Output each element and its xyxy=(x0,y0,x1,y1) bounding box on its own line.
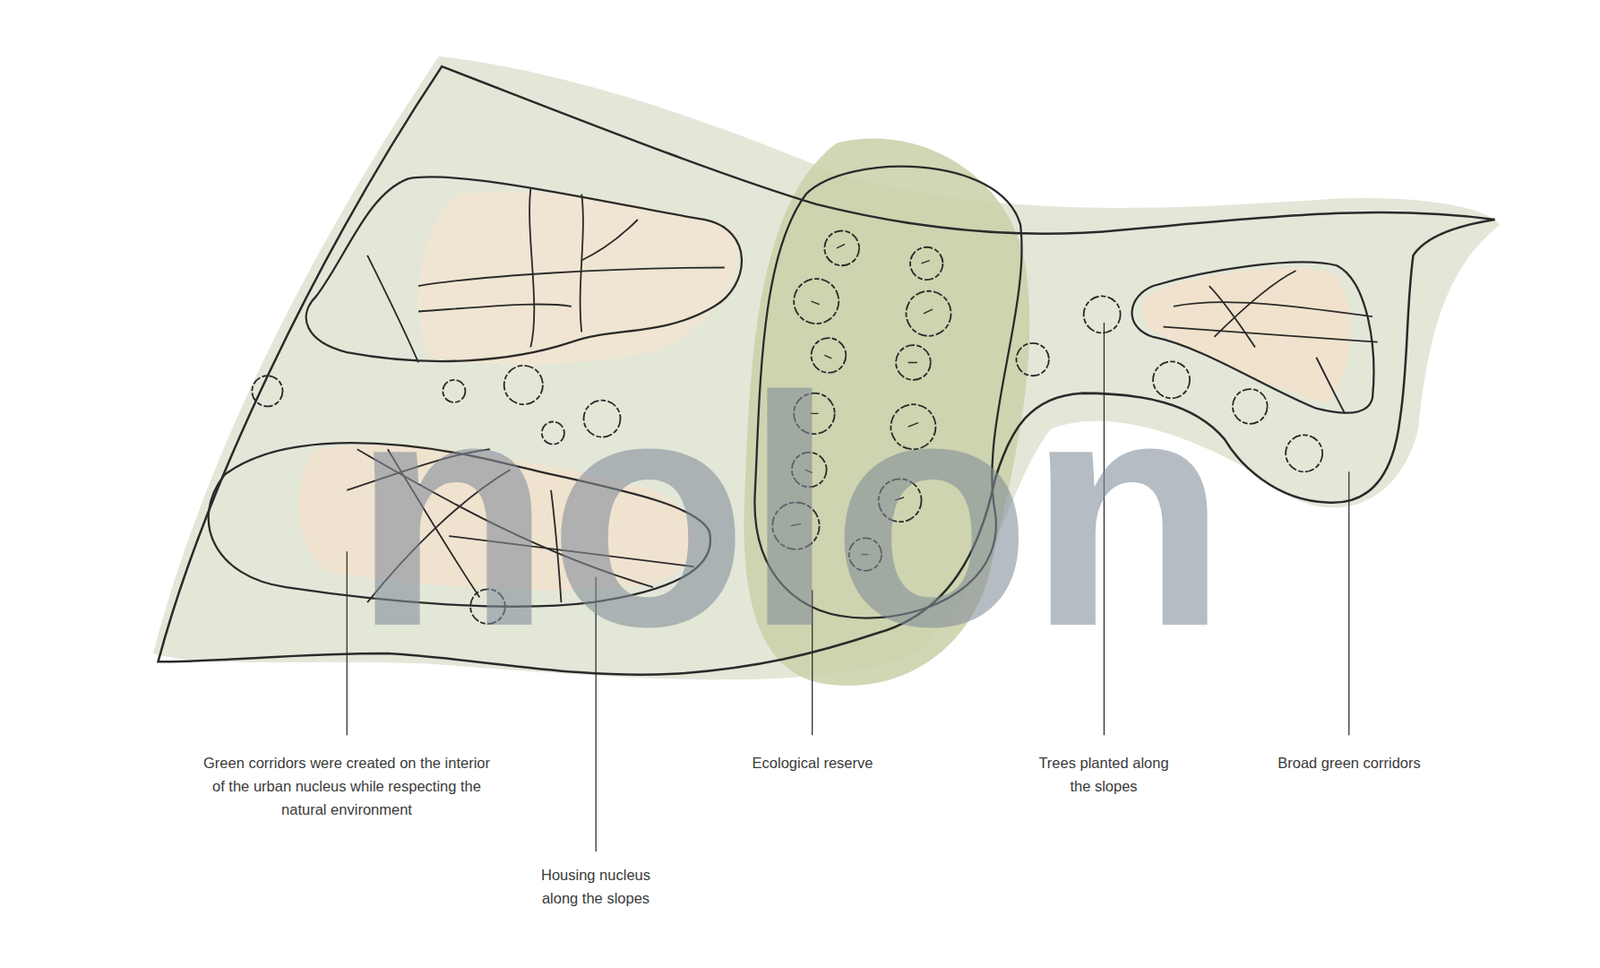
leader-lines xyxy=(346,322,1350,852)
callout-label: Ecological reserve xyxy=(713,750,912,775)
green-wash xyxy=(153,56,1501,680)
site-boundary xyxy=(158,66,1496,675)
callout-label: Green corridors were created on the inte… xyxy=(198,750,495,821)
callout-label: Broad green corridors xyxy=(1246,750,1453,775)
housing-cluster xyxy=(306,176,742,362)
watermark: nolon xyxy=(352,347,1224,675)
callout-label: Housing nucleus along the slopes xyxy=(524,862,668,910)
callout-label: Trees planted along the slopes xyxy=(1032,750,1176,798)
